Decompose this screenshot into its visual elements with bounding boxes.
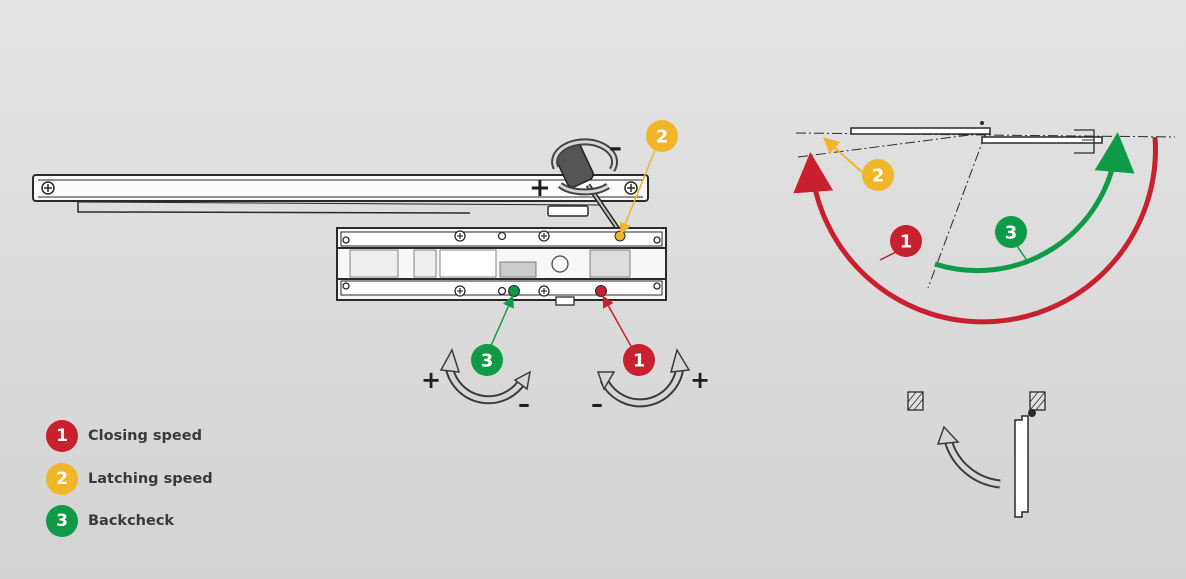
- legend-badge: 3: [46, 505, 78, 537]
- closing-rotate-arrow-icon: [596, 348, 691, 408]
- legend-badge: 1: [46, 420, 78, 452]
- legend-label: Closing speed: [88, 428, 202, 444]
- legend-label: Latching speed: [88, 470, 213, 487]
- svg-text:3: 3: [1005, 223, 1018, 244]
- closer-body: [336, 227, 667, 306]
- legend: 1 Closing speed 2 Latching speed 3 Backc…: [46, 420, 306, 548]
- legend-label: Backcheck: [88, 513, 175, 529]
- legend-item-latching-speed: 2 Latching speed: [46, 462, 306, 495]
- svg-text:1: 1: [900, 232, 913, 253]
- latching-leader-line: [619, 149, 656, 235]
- latching-valve-icon: [614, 230, 626, 242]
- arm-minus-marker: –: [609, 133, 622, 163]
- closing-plus-marker: +: [690, 366, 710, 394]
- backcheck-callout: 3: [471, 344, 503, 376]
- backcheck-rotate-arrow-icon: [439, 348, 532, 405]
- door-swing-diagram: [793, 121, 1176, 325]
- swing-closing-callout: 1: [890, 225, 922, 257]
- closing-speed-arc: [793, 136, 1158, 325]
- legend-item-closing-speed: 1 Closing speed: [46, 420, 306, 452]
- svg-text:2: 2: [656, 127, 669, 148]
- closing-leader-line: [602, 295, 633, 349]
- legend-badge: 2: [46, 462, 78, 495]
- legend-item-backcheck: 3 Backcheck: [46, 505, 306, 537]
- closing-minus-marker: –: [591, 390, 603, 418]
- svg-text:1: 1: [633, 351, 646, 372]
- closer-arm: [32, 174, 649, 217]
- svg-text:3: 3: [481, 351, 494, 372]
- hex-key-tool-icon: [551, 138, 623, 234]
- latching-callout: 2: [646, 120, 678, 152]
- swing-backcheck-callout: 3: [995, 216, 1027, 248]
- latching-arc: [823, 137, 863, 173]
- closing-valve-icon: [595, 285, 607, 297]
- door-close-arrow-icon: [936, 425, 960, 445]
- backcheck-minus-marker: –: [518, 390, 530, 418]
- swing-latching-callout: 2: [862, 159, 894, 191]
- arm-screw-right-icon: [624, 181, 638, 195]
- backcheck-plus-marker: +: [421, 366, 441, 394]
- arm-plus-marker: +: [529, 173, 551, 203]
- svg-text:2: 2: [872, 166, 885, 187]
- backcheck-arc: [934, 132, 1135, 274]
- door-plan-diagram: [907, 391, 1046, 518]
- backcheck-leader-line: [489, 295, 514, 349]
- arm-screw-left-icon: [41, 181, 55, 195]
- backcheck-valve-icon: [508, 285, 520, 297]
- closing-callout: 1: [623, 344, 655, 376]
